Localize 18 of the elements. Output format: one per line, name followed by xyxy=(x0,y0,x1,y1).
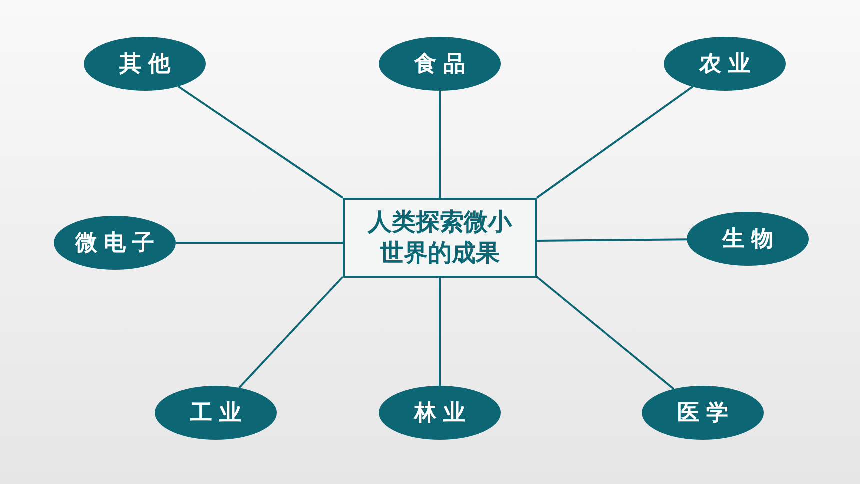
node-label: 林业 xyxy=(414,400,472,428)
node-label: 农业 xyxy=(700,51,757,79)
connector-line xyxy=(238,276,344,389)
node-label: 生物 xyxy=(722,226,780,254)
topic-box xyxy=(343,198,537,278)
node-label: 其他 xyxy=(120,51,177,79)
node-label: 微电子 xyxy=(75,230,162,258)
node-label: 医学 xyxy=(678,400,735,428)
connector-line xyxy=(537,238,688,242)
connector-line xyxy=(176,242,343,244)
connector-line xyxy=(536,276,675,390)
node-label: 工业 xyxy=(190,400,248,428)
connector-line xyxy=(439,91,441,198)
connector-line xyxy=(536,86,694,199)
connector-line xyxy=(439,277,441,386)
connector-line xyxy=(178,86,344,199)
node-label: 食品 xyxy=(414,51,472,79)
node-label: 人类探索微小世界的成果 xyxy=(366,206,514,269)
